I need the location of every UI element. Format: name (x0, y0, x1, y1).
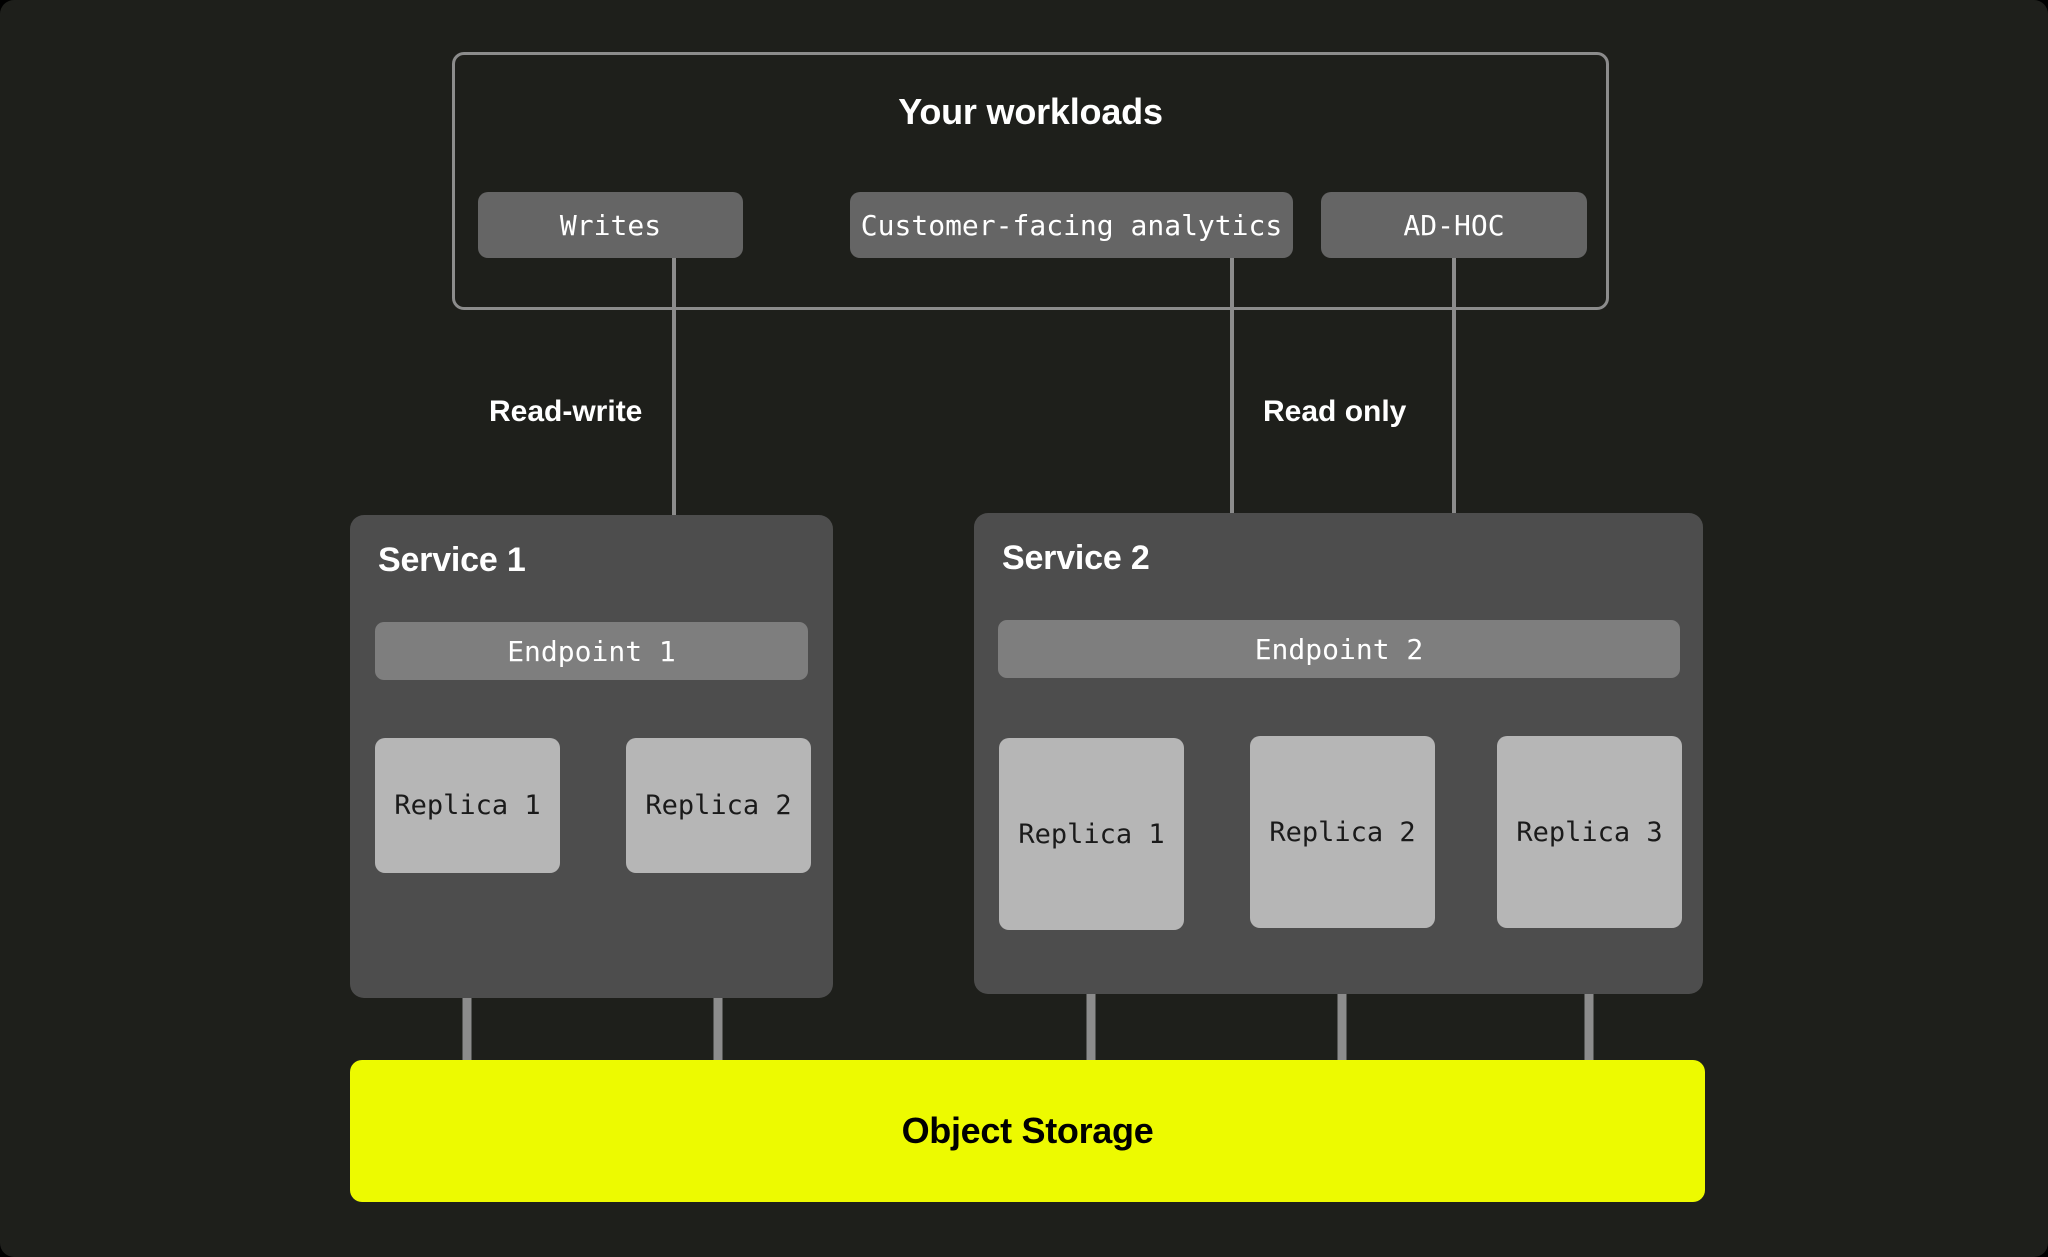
workload-node-customer-facing-analytics[interactable]: Customer-facing analytics (850, 192, 1293, 258)
workload-label-writes: Writes (559, 208, 662, 242)
endpoint-1-label: Endpoint 1 (507, 634, 676, 668)
edge-label-read-only: Read only (1263, 395, 1407, 428)
service-1-replica-2-label: Replica 2 (645, 790, 792, 821)
service-2-replica-3[interactable]: Replica 3 (1497, 736, 1682, 928)
your-workloads-title: Your workloads (898, 91, 1163, 132)
service-2-replica-1-label: Replica 1 (1018, 818, 1165, 850)
endpoint-2-node[interactable]: Endpoint 2 (998, 620, 1680, 678)
object-storage-label: Object Storage (901, 1110, 1154, 1151)
service-1-replica-2[interactable]: Replica 2 (626, 738, 811, 873)
service-1-replica-1[interactable]: Replica 1 (375, 738, 560, 873)
workload-node-ad-hoc[interactable]: AD-HOC (1321, 192, 1587, 258)
service-2-replica-3-label: Replica 3 (1516, 816, 1663, 848)
edge-label-read-write: Read-write (489, 395, 643, 428)
service-1-replica-1-label: Replica 1 (394, 790, 541, 821)
object-storage-node[interactable]: Object Storage (350, 1060, 1705, 1202)
workload-label-customer-facing-analytics: Customer-facing analytics (860, 208, 1283, 242)
workload-node-writes[interactable]: Writes (478, 192, 743, 258)
endpoint-1-node[interactable]: Endpoint 1 (375, 622, 808, 680)
service-1-title: Service 1 (378, 541, 526, 579)
your-workloads-group: Your workloads (452, 52, 1609, 310)
service-2-replica-2[interactable]: Replica 2 (1250, 736, 1435, 928)
workload-label-ad-hoc: AD-HOC (1403, 208, 1505, 242)
service-2-replica-2-label: Replica 2 (1269, 816, 1416, 848)
service-2-replica-1[interactable]: Replica 1 (999, 738, 1184, 930)
service-2-title: Service 2 (1002, 539, 1150, 577)
endpoint-2-label: Endpoint 2 (1254, 632, 1424, 666)
